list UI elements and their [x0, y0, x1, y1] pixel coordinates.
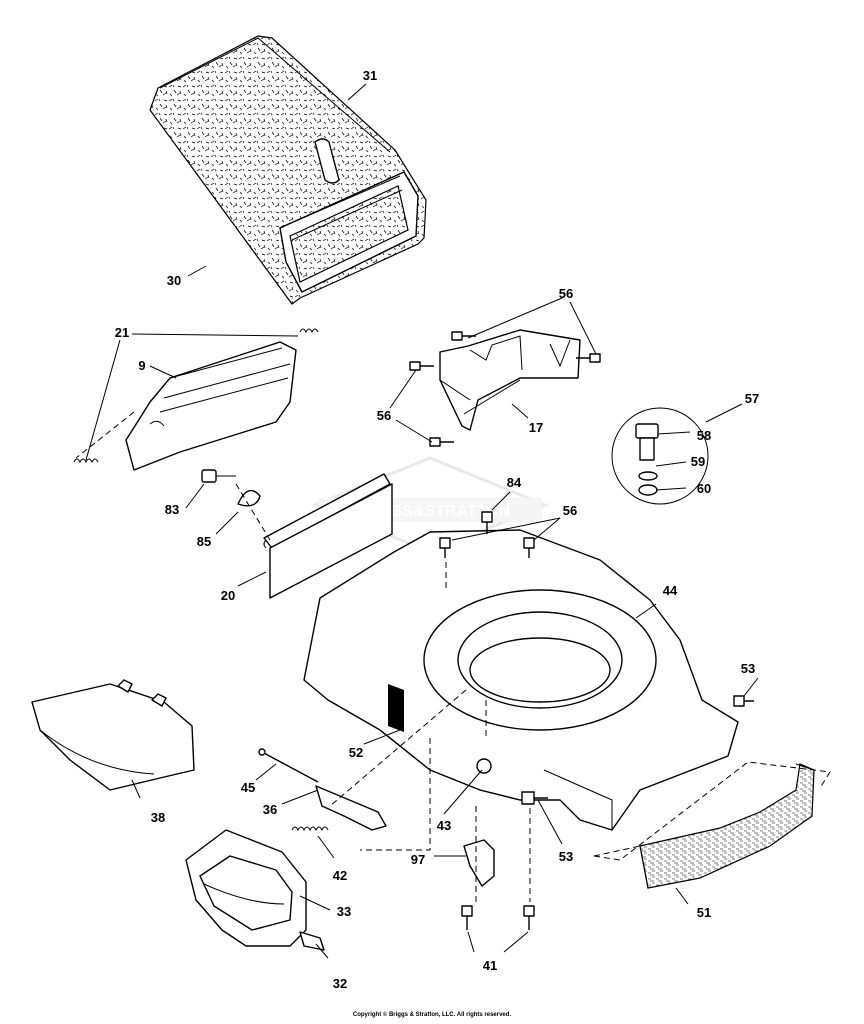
label-56-top: 56	[559, 286, 573, 301]
label-53-right: 53	[741, 661, 755, 676]
label-97: 97	[411, 852, 425, 867]
label-83: 83	[165, 502, 179, 517]
bolt-56-b	[576, 353, 601, 363]
bolt-53-right	[733, 695, 754, 707]
bolt-53-front	[521, 791, 548, 805]
label-31: 31	[363, 68, 377, 83]
label-58: 58	[697, 428, 711, 443]
label-32: 32	[333, 976, 347, 991]
label-84: 84	[507, 475, 522, 490]
label-51: 51	[697, 905, 711, 920]
label-21: 21	[115, 325, 129, 340]
screw-83	[201, 469, 236, 483]
front-bumper	[639, 763, 815, 889]
label-36: 36	[263, 802, 277, 817]
mower-deck	[303, 529, 739, 831]
clip-85	[237, 489, 261, 507]
label-53-front: 53	[559, 849, 573, 864]
bracket-97	[463, 839, 495, 887]
label-56-left: 56	[377, 408, 391, 423]
bolt-56-f	[523, 537, 535, 558]
spring-21-right	[299, 328, 319, 334]
label-59: 59	[691, 454, 705, 469]
label-85: 85	[197, 534, 211, 549]
label-57: 57	[745, 391, 759, 406]
label-56-deck: 56	[563, 503, 577, 518]
bolt-84	[481, 511, 493, 534]
label-44: 44	[663, 583, 678, 598]
mulch-plug	[185, 829, 325, 951]
bolt-56-c	[409, 361, 434, 371]
bolt-56-e	[439, 537, 451, 558]
label-43: 43	[437, 818, 451, 833]
rear-door	[125, 341, 297, 471]
label-17: 17	[529, 420, 543, 435]
leader-lines	[85, 83, 759, 959]
axle-rod	[258, 748, 319, 783]
alignment-dashes	[75, 411, 831, 902]
bolt-41-a	[461, 905, 473, 930]
label-42: 42	[333, 868, 347, 883]
grass-bag	[149, 35, 427, 305]
bolt-41-b	[523, 905, 535, 930]
part-labels: 31 30 21 9 56 56 17 57 58 59 60 83 85 84…	[115, 68, 759, 991]
label-30: 30	[167, 273, 181, 288]
bolt-56-d	[429, 437, 454, 447]
discharge-baffle	[439, 329, 581, 431]
spring-21-left	[73, 458, 99, 464]
label-20: 20	[221, 588, 235, 603]
side-chute-cover	[31, 679, 195, 791]
label-33: 33	[337, 904, 351, 919]
label-9: 9	[138, 358, 145, 373]
label-38: 38	[151, 810, 165, 825]
label-52: 52	[349, 745, 363, 760]
label-41: 41	[483, 958, 497, 973]
decal-52	[388, 684, 404, 732]
copyright-notice: Copyright © Briggs & Stratton, LLC. All …	[352, 1012, 512, 1018]
label-60: 60	[697, 481, 711, 496]
label-45: 45	[241, 780, 255, 795]
mulch-flap	[263, 473, 393, 599]
spring-42	[291, 826, 329, 832]
mulch-bracket	[315, 785, 387, 831]
